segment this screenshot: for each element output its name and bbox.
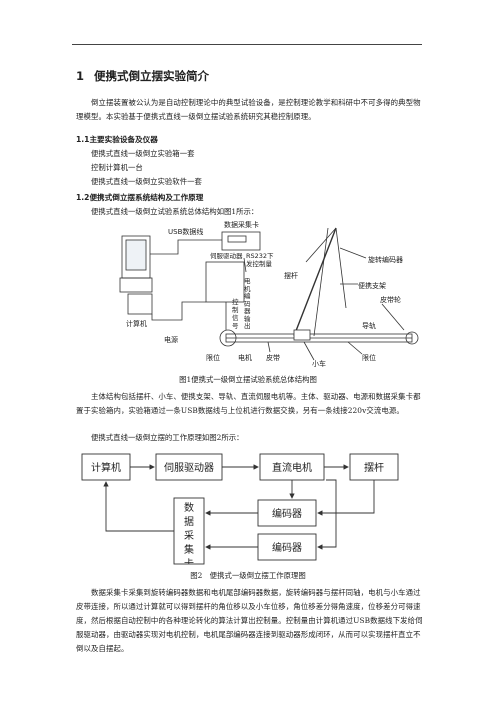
- motor-shape: [219, 329, 237, 347]
- header-rule: [72, 44, 422, 45]
- subsection-1-1-heading: 1.1主要实验设备及仪器: [76, 135, 158, 144]
- label-motor: 电机: [238, 353, 252, 362]
- figure2-intro-line: 便携式直线一级倒立摆的工作原理如图2所示：: [91, 433, 244, 442]
- label-rail: 导轨: [362, 321, 376, 330]
- pendulum-rod-shape: [293, 227, 337, 337]
- label-motor-encoder: 电机编码器输出: [244, 278, 251, 330]
- structure-paragraph: 主体结构包括摆杆、小车、便携支架、导轨、直流伺服电机等。主体、驱动器、电源和数据…: [76, 392, 421, 415]
- label-limit-right: 限位: [362, 353, 376, 362]
- label-rs232: RS232下发控制量: [246, 252, 274, 268]
- label-control-signal: 控制信号: [232, 298, 239, 330]
- label-daq: 数据采集卡: [224, 220, 259, 229]
- label-computer: 计算机: [126, 319, 147, 328]
- label-limit-left: 限位: [206, 353, 220, 362]
- list-item: 控制计算机一台: [91, 163, 143, 172]
- block-dcmotor-label: 直流电机: [272, 461, 312, 474]
- figure1-intro-line: 便携式直线一级倒立试验系统总体结构如图1所示：: [91, 207, 259, 216]
- figure2-caption: 图2 便携式一级倒立摆工作原理图: [190, 571, 306, 580]
- label-pulley: 皮带轮: [380, 295, 401, 304]
- cart-shape: [293, 329, 311, 341]
- label-encoder: 旋转编码器: [368, 255, 403, 264]
- figure2-principle-diagram: 计算机 伺服驱动器 直流电机 摆杆 编码器 编码器 数据采集卡: [81, 453, 399, 565]
- keyboard: [127, 293, 153, 315]
- list-item: 便携式直线一级倒立实验箱一套: [91, 149, 195, 158]
- list-item: 便携式直线一级倒立实验软件一套: [91, 177, 202, 186]
- usb-cable-line: [150, 239, 222, 255]
- label-pendulum: 摆杆: [284, 271, 298, 280]
- label-cart: 小车: [312, 359, 326, 368]
- label-servo: 伺服驱动器: [210, 252, 243, 260]
- block-pendulum-label: 摆杆: [364, 461, 384, 474]
- label-support: 便携支架: [358, 281, 386, 290]
- daq-card: [221, 231, 261, 251]
- subsection-1-2-heading: 1.2便携式倒立摆系统结构及工作原理: [76, 193, 204, 202]
- label-usb: USB数据线: [168, 227, 203, 236]
- label-belt: 皮带: [266, 353, 280, 362]
- block-computer-label: 计算机: [91, 461, 121, 474]
- label-power: 电源: [164, 335, 178, 344]
- block-encoder-2-label: 编码器: [272, 541, 302, 554]
- block-encoder-1-label: 编码器: [272, 507, 302, 520]
- principle-paragraph: 数据采集卡采集到旋转编码器数据和电机尾部编码器数据，旋转编码器与摆杆同轴，电机与…: [76, 588, 423, 653]
- block-daq-label: 数据采集卡: [184, 503, 194, 564]
- block-servo-label: 伺服驱动器: [164, 461, 214, 474]
- figure1-structure-diagram: 数据采集卡 USB数据线 伺服驱动器 RS232下发控制量 摆杆 旋转编码器 电…: [119, 220, 419, 368]
- figure1-caption: 图1便携式一级倒立摆试验系统总体结构图: [179, 375, 317, 384]
- servo-driver-box: [205, 261, 245, 303]
- pulley-shape: [405, 331, 419, 345]
- intro-paragraph: 倒立摆装置被公认为是自动控制理论中的典型试验设备，是控制理论教学和科研中不可多得…: [76, 98, 421, 121]
- computer-base: [119, 277, 153, 293]
